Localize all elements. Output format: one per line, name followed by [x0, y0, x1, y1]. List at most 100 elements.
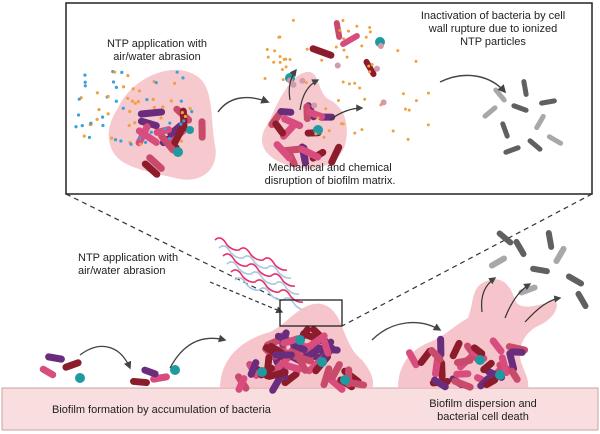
ntp-particle — [353, 81, 357, 85]
bacterium-rod — [488, 255, 508, 269]
ntp-particle — [127, 123, 131, 128]
inset-inactivation-label: Inactivation of bacteria by cell wall ru… — [420, 10, 566, 48]
bacterium-rod — [305, 108, 326, 121]
bacterium-rod — [340, 33, 360, 47]
bacterium-rod — [453, 370, 472, 378]
dispersion-arrow-1 — [480, 277, 497, 313]
inset-biofilm-matrix-1 — [108, 69, 216, 180]
bacterium-coccus — [170, 365, 180, 375]
dispersion-arrow-2 — [504, 283, 532, 319]
bacterium-rod — [298, 145, 322, 161]
bacterium-rod — [235, 375, 248, 393]
dispersed-bacteria — [405, 335, 529, 391]
ntp-particle — [414, 59, 418, 63]
bacterium-rod — [39, 365, 57, 379]
bacterium-rod — [431, 376, 449, 391]
ntp-particle — [154, 81, 158, 85]
bacterium-rod — [511, 103, 529, 113]
bacterium-rod — [158, 132, 177, 154]
bacterium-rod — [496, 230, 514, 246]
ntp-particle — [341, 18, 345, 22]
ntp-particle — [282, 57, 286, 61]
bacterium-rod — [453, 356, 474, 367]
bacterium-rod — [171, 122, 187, 146]
ntp-particle — [120, 70, 124, 74]
ntp-particle — [113, 138, 118, 142]
ntp-particle — [334, 45, 338, 49]
ntp-particle — [114, 99, 118, 103]
bacterium-rod — [281, 370, 300, 387]
bacterium-rod — [303, 344, 324, 361]
ntp-particle — [80, 124, 84, 128]
plasma-waves — [214, 237, 308, 311]
bacterium-rod — [277, 108, 295, 116]
ntp-particle — [377, 43, 384, 50]
inset-arrow-disrupt-2 — [329, 104, 364, 121]
ntp-particle — [291, 18, 295, 22]
ntp-particle — [324, 107, 328, 111]
inset-arrow-2 — [439, 74, 507, 94]
bacterium-rod — [527, 138, 543, 152]
ntp-particle — [129, 142, 133, 146]
ntp-particle — [265, 47, 269, 51]
ntp-particle — [182, 119, 186, 123]
ntp-particle — [406, 137, 410, 141]
ntp-particle — [426, 123, 430, 127]
bacterium-rod — [539, 98, 557, 106]
ntp-particle — [83, 73, 87, 77]
bacterium-rod — [534, 113, 546, 131]
ntp-particle — [368, 30, 372, 34]
bacterium-rod — [62, 359, 82, 371]
ntp-particle — [396, 49, 400, 53]
ntp-particle — [173, 81, 177, 85]
ntp-particle — [151, 97, 155, 101]
ntp-particle — [159, 116, 163, 120]
bacterium-rod — [508, 367, 521, 383]
zoom-line-left — [65, 193, 281, 301]
ntp-particle — [106, 112, 110, 116]
ntp-particle — [95, 117, 99, 121]
ntp-particle — [370, 62, 374, 66]
ntp-particle — [190, 110, 194, 114]
dead-bacteria — [488, 230, 589, 310]
plasma-wave — [226, 261, 300, 295]
bacterium-rod — [483, 376, 499, 389]
ntp-particle — [360, 128, 364, 132]
bacterium-rod — [137, 117, 160, 130]
ntp-particle — [82, 134, 86, 138]
ntp-particle — [138, 142, 143, 146]
ntp-particle — [119, 139, 123, 143]
inset-arrow-1 — [217, 95, 270, 113]
ntp-particle — [403, 107, 407, 111]
ntp-particle — [316, 116, 320, 120]
ntp-particle — [131, 87, 135, 91]
plasma-wave — [230, 269, 304, 303]
ntp-particle — [281, 78, 285, 82]
ntp-particle — [363, 97, 367, 101]
bacterium-rod — [482, 105, 498, 119]
bacterium-rod — [130, 377, 150, 387]
bacterium-coccus — [173, 147, 183, 157]
ntp-particle — [83, 84, 87, 88]
ntp-particle — [290, 81, 297, 88]
ntp-particle — [311, 102, 318, 109]
bacterium-rod — [247, 359, 260, 378]
ntp-particle — [360, 44, 364, 48]
ntp-particle — [149, 130, 153, 134]
bacterium-rod — [506, 350, 518, 373]
plasma-wave — [234, 277, 308, 311]
ntp-particle — [277, 35, 281, 39]
ntp-particle — [121, 106, 125, 110]
ntp-particle — [126, 74, 130, 78]
bacterium-rod — [141, 366, 159, 378]
ntp-particle — [152, 105, 157, 110]
bacterium-rod — [405, 349, 420, 369]
bacterium-rod — [272, 120, 287, 137]
ntp-particle — [327, 129, 331, 133]
initial-bacteria — [39, 353, 180, 387]
arrow-accumulation-2 — [169, 334, 227, 369]
bacterium-rod — [546, 134, 564, 146]
ntp-particle — [380, 99, 387, 106]
bacterium-rod — [320, 336, 332, 357]
ntp-particle — [341, 80, 345, 84]
